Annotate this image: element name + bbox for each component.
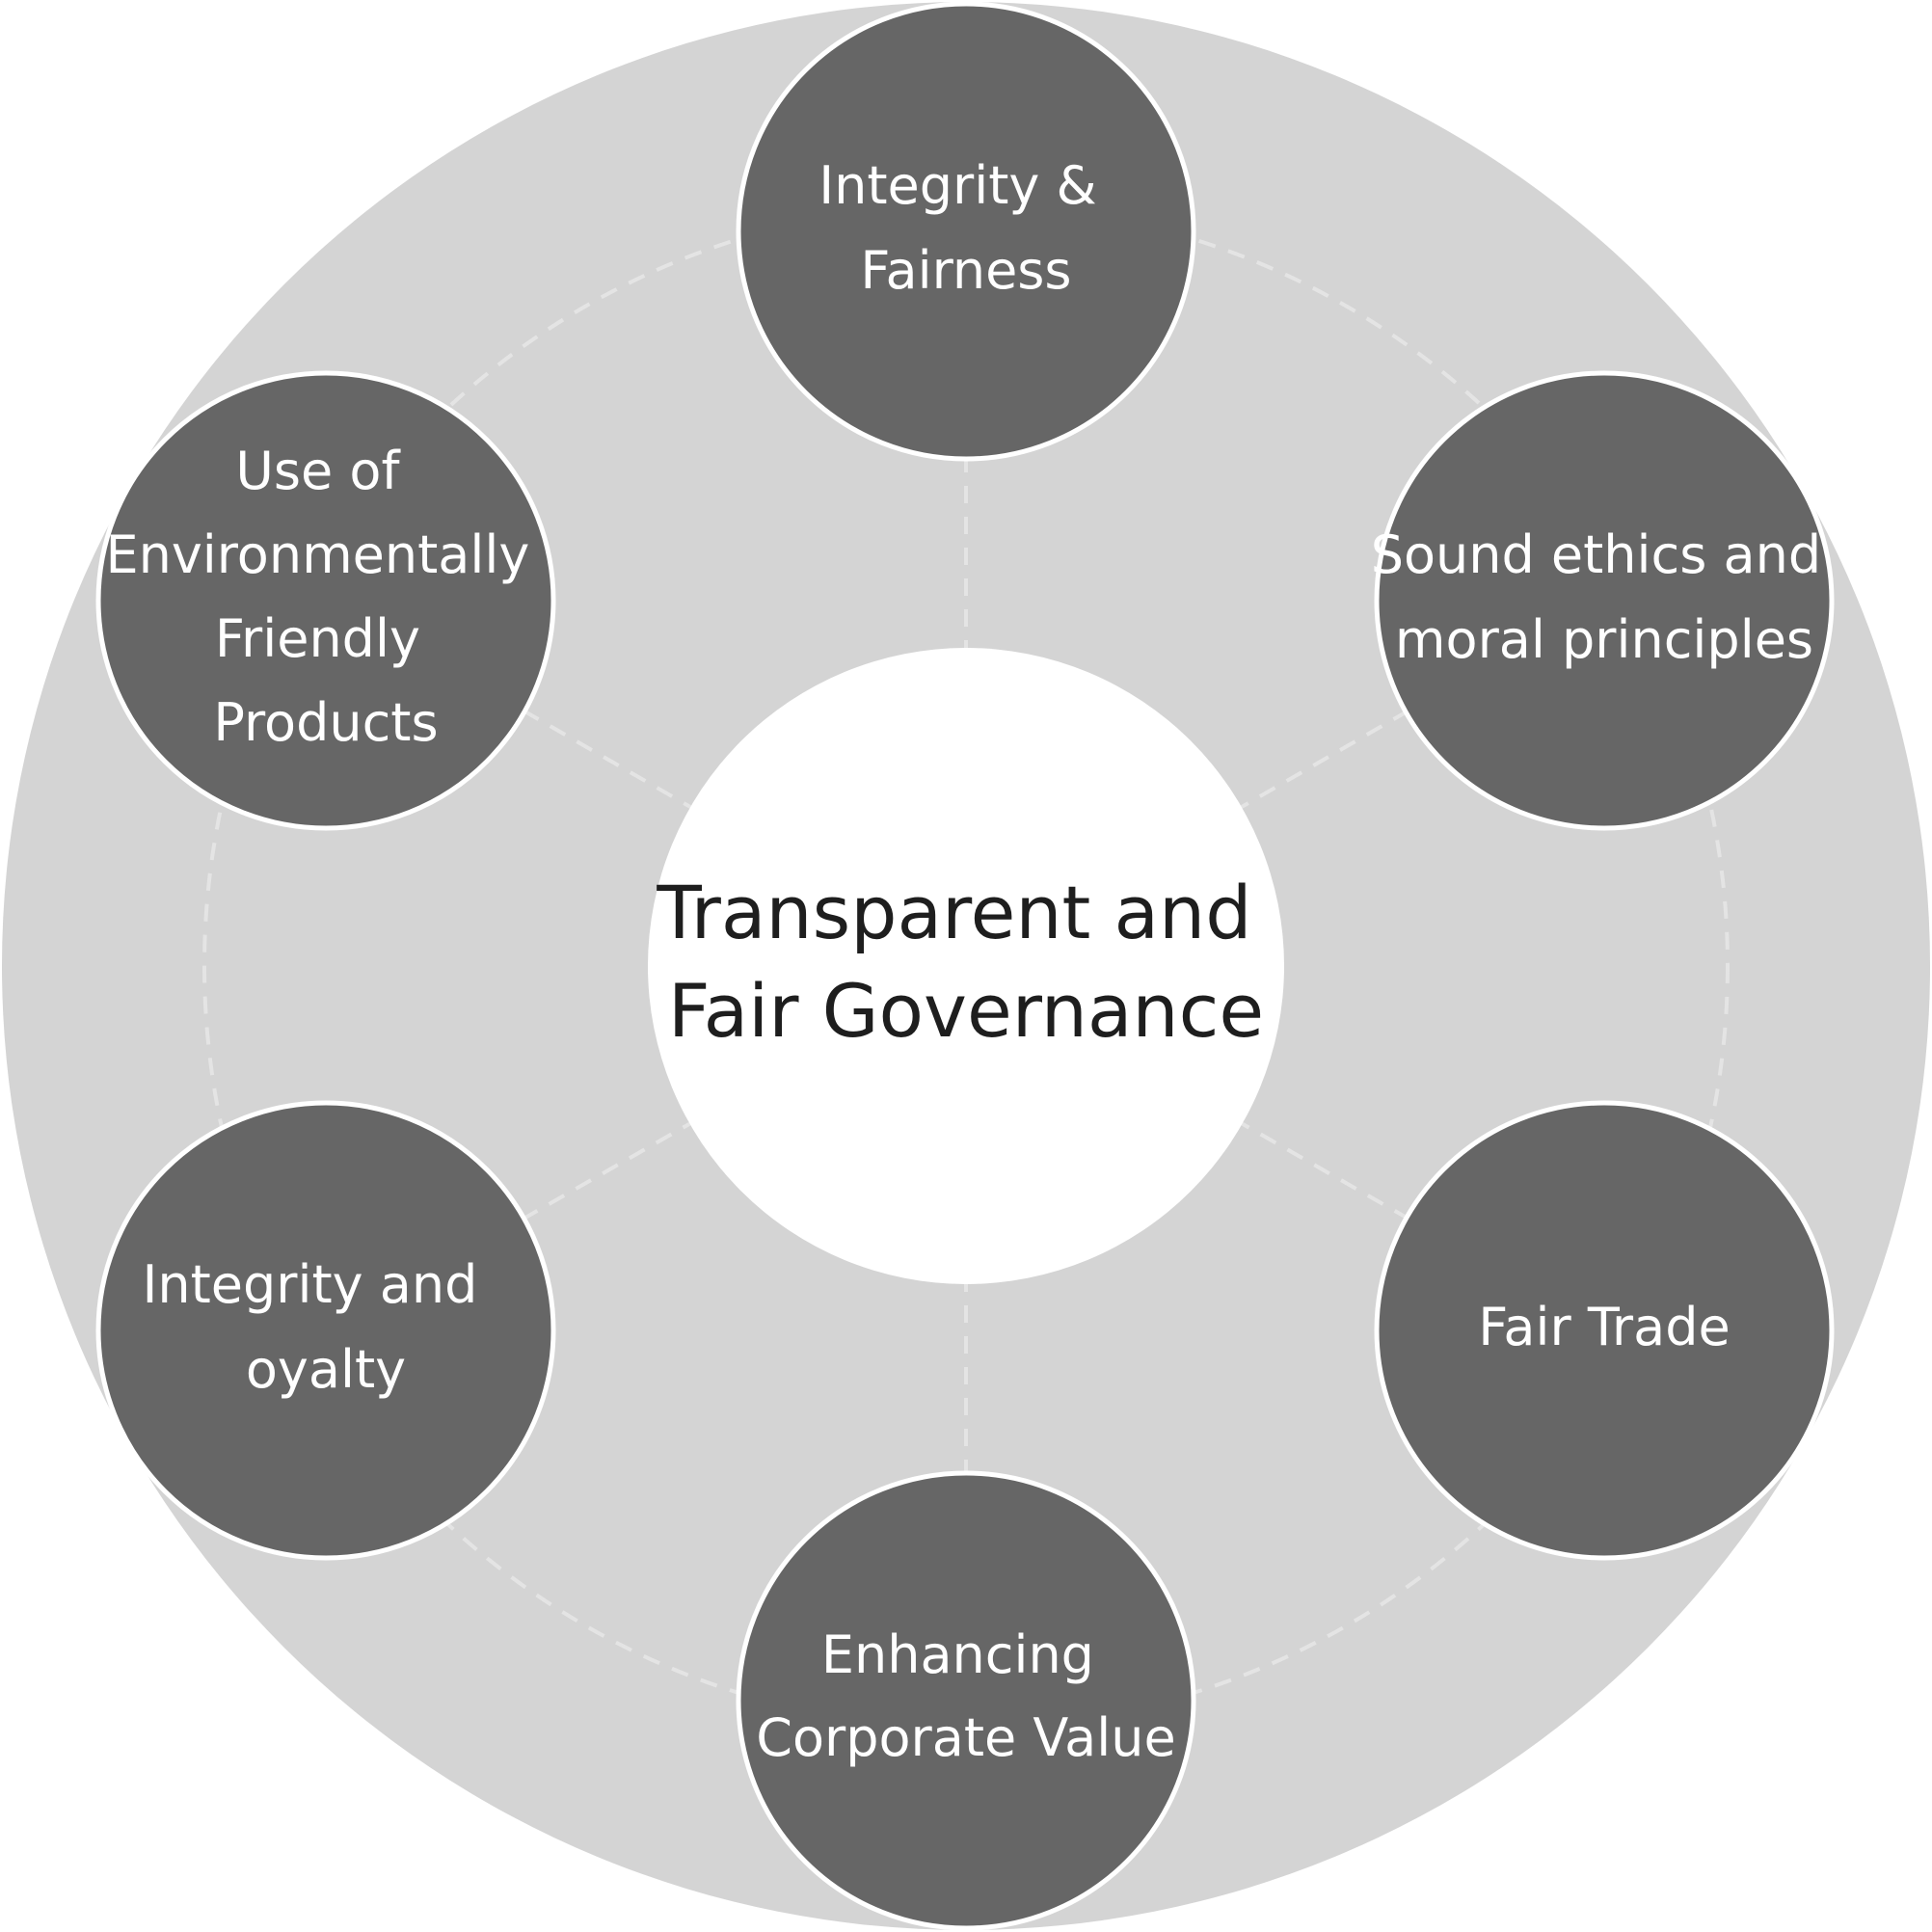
node-circle bbox=[736, 1, 1196, 462]
node-circle bbox=[736, 1470, 1196, 1931]
node-label-line: Corporate Value bbox=[756, 1707, 1175, 1768]
node-fair-trade: Fair Trade bbox=[1374, 1100, 1835, 1561]
node-circle bbox=[1374, 370, 1835, 831]
node-label-line: Integrity and bbox=[142, 1254, 477, 1315]
node-environmentally-friendly: Use of Environmentally Friendly Products bbox=[95, 370, 556, 831]
node-label-line: Friendly bbox=[215, 608, 420, 669]
node-sound-ethics: Sound ethics and moral principles bbox=[1371, 370, 1838, 831]
center-circle bbox=[648, 648, 1284, 1284]
node-label: Enhancing Corporate Value bbox=[756, 1624, 1175, 1768]
node-circle bbox=[95, 1100, 556, 1561]
node-integrity-fairness: Integrity & Fairness bbox=[736, 1, 1196, 462]
node-label-line: Use of bbox=[235, 441, 401, 501]
node-circle bbox=[95, 370, 556, 831]
node-label: Fair Trade bbox=[1478, 1297, 1730, 1357]
center-label: Transparent and Fair Governance bbox=[656, 870, 1275, 1054]
node-label: Use of Environmentally Friendly Products bbox=[105, 441, 546, 753]
node-label-line: Integrity & bbox=[818, 155, 1096, 216]
node-label-line: Fairness bbox=[860, 240, 1071, 301]
node-enhancing-corporate-value: Enhancing Corporate Value bbox=[736, 1470, 1196, 1931]
node-label-line: moral principles bbox=[1395, 609, 1813, 670]
node-label: Integrity & Fairness bbox=[818, 155, 1114, 301]
node-label-line: Products bbox=[213, 692, 438, 753]
node-label-line: Sound ethics and bbox=[1371, 524, 1821, 585]
center-label-line-2: Fair Governance bbox=[668, 968, 1264, 1054]
node-label: Integrity and oyalty bbox=[142, 1254, 494, 1400]
node-label-line: Fair Trade bbox=[1478, 1297, 1730, 1357]
center-label-line-1: Transparent and bbox=[656, 870, 1251, 955]
node-label: Sound ethics and moral principles bbox=[1371, 524, 1838, 670]
node-circle bbox=[1374, 1100, 1835, 1561]
node-label-line: Enhancing bbox=[821, 1624, 1094, 1685]
node-label-line: Environmentally bbox=[105, 524, 529, 585]
node-integrity-loyalty: Integrity and oyalty bbox=[95, 1100, 556, 1561]
node-label-line: oyalty bbox=[246, 1339, 406, 1400]
